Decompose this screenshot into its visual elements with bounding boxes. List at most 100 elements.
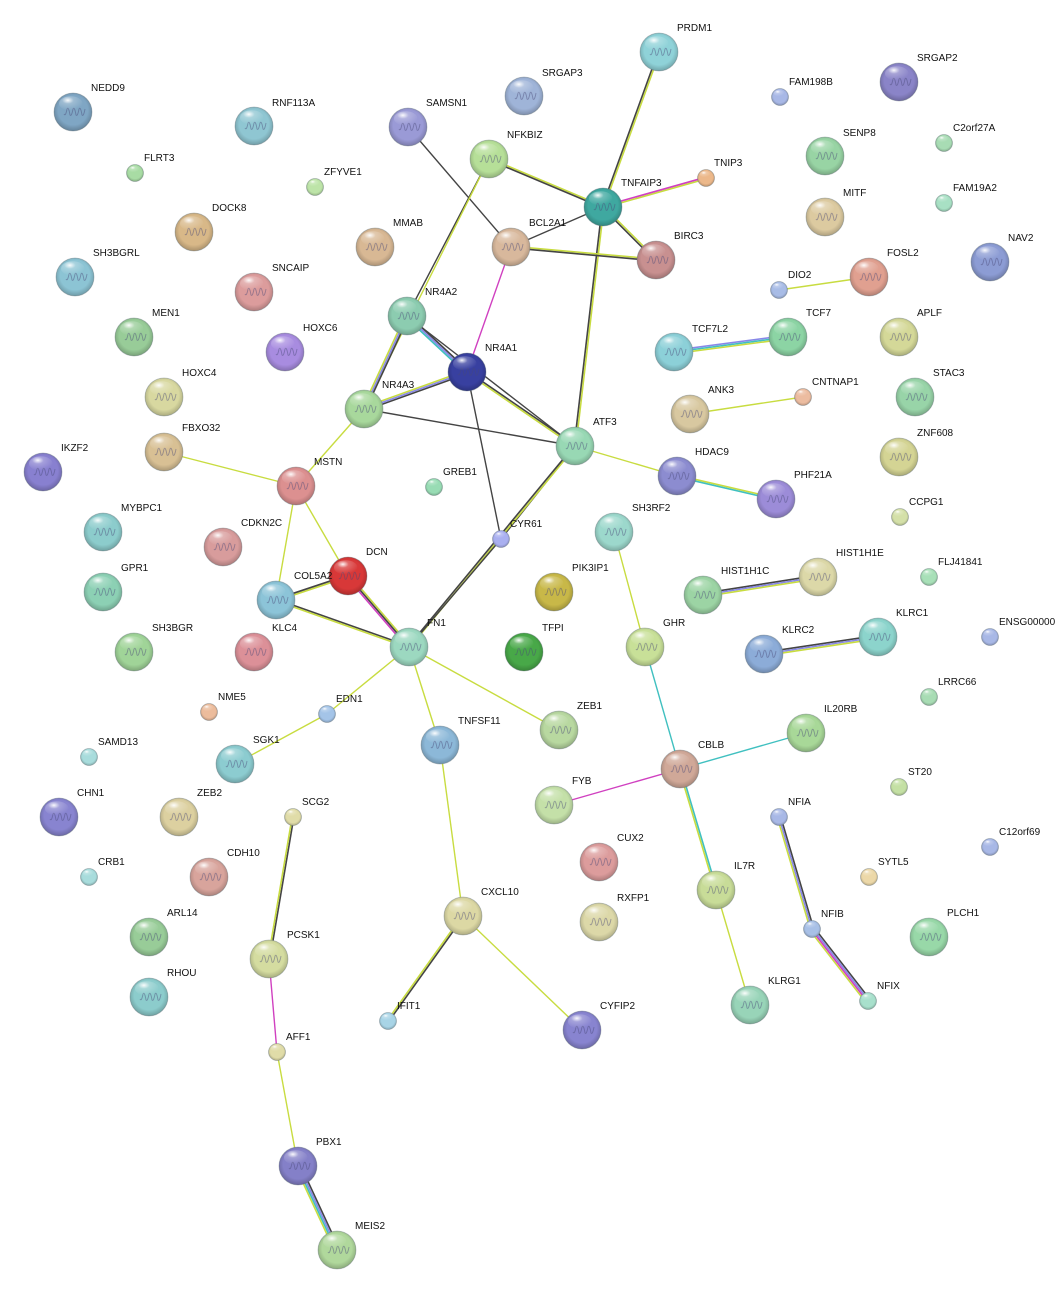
edge-SAMSN1-BCL2A1[interactable] bbox=[407, 126, 512, 248]
node-CYFIP2[interactable]: CYFIP2 bbox=[562, 1001, 635, 1050]
node-MMAB[interactable]: MMAB bbox=[355, 218, 423, 267]
node-ZNF608[interactable]: ZNF608 bbox=[879, 428, 954, 477]
node-C2orf27A[interactable]: C2orf27A bbox=[935, 123, 996, 152]
node-CNTNAP1[interactable]: CNTNAP1 bbox=[794, 377, 860, 406]
node-SH3RF2[interactable]: SH3RF2 bbox=[594, 503, 671, 552]
edge-SH3RF2-GHR[interactable] bbox=[613, 531, 646, 648]
node-PBX1[interactable]: PBX1 bbox=[278, 1137, 342, 1186]
edge-BCL2A1-BIRC3[interactable] bbox=[510, 247, 656, 262]
edge-HIST1H1C-HIST1H1E[interactable] bbox=[702, 576, 819, 596]
node-MYBPC1[interactable]: MYBPC1 bbox=[83, 503, 163, 552]
node-SH3BGR[interactable]: SH3BGR bbox=[114, 623, 193, 672]
node-LRRC66[interactable]: LRRC66 bbox=[920, 677, 977, 706]
node-FN1[interactable]: FN1 bbox=[389, 618, 446, 667]
edge-COL5A2-FN1[interactable] bbox=[276, 598, 410, 647]
node-ATF3[interactable]: ATF3 bbox=[555, 417, 617, 466]
node-CHN1[interactable]: CHN1 bbox=[39, 788, 105, 837]
node-ANK3[interactable]: ANK3 bbox=[670, 385, 735, 434]
node-RHOU[interactable]: RHOU bbox=[129, 968, 196, 1017]
node-SAMSN1[interactable]: SAMSN1 bbox=[388, 98, 468, 147]
edge-HIST1H1C-HIST1H1E[interactable] bbox=[702, 574, 818, 595]
edge-TCF7L2-TCF7[interactable] bbox=[673, 334, 788, 352]
edge-NFIB-NFIX[interactable] bbox=[813, 926, 871, 1000]
node-ARL14[interactable]: ARL14 bbox=[129, 908, 198, 957]
edge-NFIB-NFIX[interactable] bbox=[812, 927, 870, 1001]
node-PLCH1[interactable]: PLCH1 bbox=[909, 908, 980, 957]
node-PHF21A[interactable]: PHF21A bbox=[756, 470, 832, 519]
edge-BCL2A1-NR4A1[interactable] bbox=[466, 246, 512, 373]
edge-TCF7L2-TCF7[interactable] bbox=[673, 336, 789, 353]
node-ZEB1[interactable]: ZEB1 bbox=[539, 701, 602, 750]
edge-COL5A2-FN1[interactable] bbox=[275, 600, 409, 649]
node-SH3BGRL[interactable]: SH3BGRL bbox=[55, 248, 140, 297]
node-EDN1[interactable]: EDN1 bbox=[318, 694, 364, 723]
node-KLC4[interactable]: KLC4 bbox=[234, 623, 297, 672]
edge-TNFSF11-CXCL10[interactable] bbox=[439, 744, 464, 917]
edge-SCG2-PCSK1[interactable] bbox=[269, 817, 295, 960]
node-FYB[interactable]: FYB bbox=[534, 776, 592, 825]
node-ZEB2[interactable]: ZEB2 bbox=[159, 788, 222, 837]
node-CYR61[interactable]: CYR61 bbox=[492, 519, 543, 548]
edge-PRDM1-TNFAIP3[interactable] bbox=[601, 51, 659, 207]
node-ZFYVE1[interactable]: ZFYVE1 bbox=[306, 167, 363, 196]
edge-CXCL10-IFIT1[interactable] bbox=[386, 915, 463, 1021]
node-TCF7[interactable]: TCF7 bbox=[768, 308, 831, 357]
node-ST20[interactable]: ST20 bbox=[890, 767, 933, 796]
node-DOCK8[interactable]: DOCK8 bbox=[174, 203, 247, 252]
edge-FN1-ZEB1[interactable] bbox=[408, 646, 560, 731]
node-GPR1[interactable]: GPR1 bbox=[83, 563, 149, 612]
node-TNFSF11[interactable]: TNFSF11 bbox=[420, 716, 501, 765]
node-ENSG00000[interactable]: ENSG00000 bbox=[981, 617, 1056, 646]
node-NR4A1[interactable]: NR4A1 bbox=[447, 343, 518, 392]
node-STAC3[interactable]: STAC3 bbox=[895, 368, 965, 417]
node-KLRG1[interactable]: KLRG1 bbox=[730, 976, 801, 1025]
node-CRB1[interactable]: CRB1 bbox=[80, 857, 126, 886]
node-IL20RB[interactable]: IL20RB bbox=[786, 704, 858, 753]
node-RXFP1[interactable]: RXFP1 bbox=[579, 893, 650, 942]
node-TNIP3[interactable]: TNIP3 bbox=[697, 158, 743, 187]
edge-NR4A1-CYR61[interactable] bbox=[466, 371, 502, 540]
node-COL5A2[interactable]: COL5A2 bbox=[256, 571, 333, 620]
node-CXCL10[interactable]: CXCL10 bbox=[443, 887, 519, 936]
node-NEDD9[interactable]: NEDD9 bbox=[53, 83, 125, 132]
edge-NFIA-NFIB[interactable] bbox=[776, 817, 812, 930]
node-SRGAP2[interactable]: SRGAP2 bbox=[879, 53, 958, 102]
edge-HIST1H1C-HIST1H1E[interactable] bbox=[703, 577, 819, 598]
edge-NFKBIZ-TNFAIP3[interactable] bbox=[488, 159, 603, 209]
node-GHR[interactable]: GHR bbox=[625, 618, 685, 667]
node-SRGAP3[interactable]: SRGAP3 bbox=[504, 68, 583, 116]
node-TCF7L2[interactable]: TCF7L2 bbox=[654, 324, 729, 372]
node-NAV2[interactable]: NAV2 bbox=[970, 233, 1034, 282]
edge-CBLB-IL7R[interactable] bbox=[680, 768, 718, 890]
edge-MSTN-COL5A2[interactable] bbox=[275, 485, 297, 601]
node-HIST1H1E[interactable]: HIST1H1E bbox=[798, 548, 884, 597]
edge-ATF3-FN1[interactable] bbox=[407, 444, 575, 647]
edge-SCG2-PCSK1[interactable] bbox=[267, 816, 293, 959]
edge-BCL2A1-BIRC3[interactable] bbox=[511, 245, 657, 260]
node-PCSK1[interactable]: PCSK1 bbox=[249, 930, 320, 979]
node-RNF113A[interactable]: RNF113A bbox=[234, 98, 315, 146]
node-FLJ41841[interactable]: FLJ41841 bbox=[920, 557, 983, 586]
node-FBXO32[interactable]: FBXO32 bbox=[144, 423, 221, 472]
edge-NR4A2-ATF3[interactable] bbox=[406, 315, 576, 447]
edge-CXCL10-IFIT1[interactable] bbox=[388, 916, 465, 1022]
node-NR4A2[interactable]: NR4A2 bbox=[387, 287, 458, 336]
node-DCN[interactable]: DCN bbox=[328, 547, 388, 596]
edge-NR4A1-ATF3[interactable] bbox=[467, 370, 576, 446]
edge-TCF7L2-TCF7[interactable] bbox=[674, 337, 789, 355]
node-NFIB[interactable]: NFIB bbox=[803, 909, 845, 938]
node-CDH10[interactable]: CDH10 bbox=[189, 848, 260, 897]
node-TNFAIP3[interactable]: TNFAIP3 bbox=[583, 178, 662, 227]
node-MEN1[interactable]: MEN1 bbox=[114, 308, 180, 357]
edge-CBLB-IL7R[interactable] bbox=[678, 769, 716, 891]
node-NR4A3[interactable]: NR4A3 bbox=[344, 380, 415, 429]
node-CBLB[interactable]: CBLB bbox=[660, 740, 724, 789]
node-NME5[interactable]: NME5 bbox=[200, 692, 247, 721]
node-BCL2A1[interactable]: BCL2A1 bbox=[491, 218, 567, 267]
node-IFIT1[interactable]: IFIT1 bbox=[379, 1001, 421, 1030]
node-PIK3IP1[interactable]: PIK3IP1 bbox=[534, 563, 609, 612]
node-SGK1[interactable]: SGK1 bbox=[215, 735, 280, 784]
edge-NFIB-NFIX[interactable] bbox=[809, 930, 867, 1004]
edge-NR4A1-ATF3[interactable] bbox=[466, 372, 575, 448]
edge-KLRC2-KLRC1[interactable] bbox=[764, 637, 879, 657]
